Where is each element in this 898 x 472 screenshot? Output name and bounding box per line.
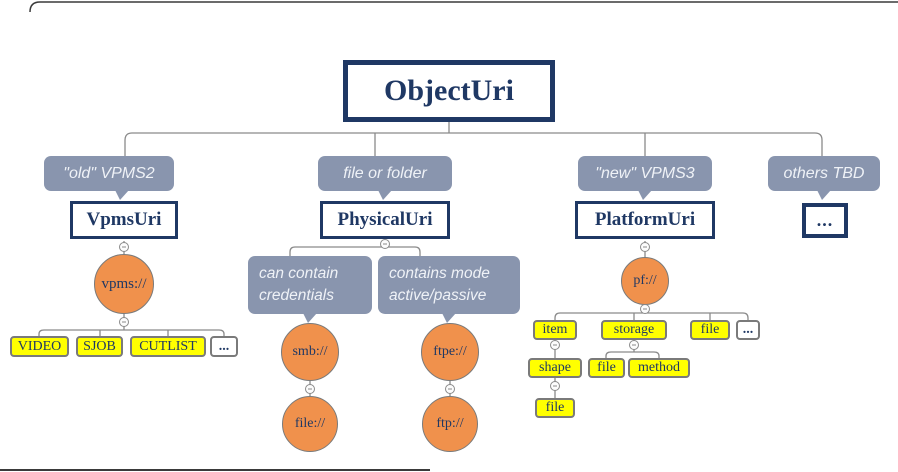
note-line: contains mode [389,265,490,283]
collapse-toggle[interactable] [640,304,650,314]
callout-tail [303,313,317,323]
type-chip-cutlist[interactable]: CUTLIST [130,336,206,357]
callout-old-vpms2[interactable]: "old" VPMS2 [44,156,174,200]
type-sjob-label: SJOB [83,338,116,354]
chip-storage[interactable]: storage [601,320,667,340]
chip-shape[interactable]: shape [528,358,582,378]
chip-shape-file[interactable]: file [535,398,575,418]
note-line: credentials [259,287,334,304]
callout-new-vpms3-label: "new" VPMS3 [595,164,695,182]
node-vpmsuri[interactable]: VpmsUri [70,201,178,239]
root-node-label: ObjectUri [384,74,514,107]
note-can-contain-credentials[interactable]: can contain credentials [248,256,372,323]
node-platformuri[interactable]: PlatformUri [575,201,715,239]
scheme-circle-vpms[interactable]: vpms:// [94,254,154,314]
note-contains-mode-active-passive[interactable]: contains mode active/passive [378,256,520,323]
scheme-circle-ftp[interactable]: ftp:// [422,396,478,452]
node-physicaluri-label: PhysicalUri [337,209,433,230]
callout-tail [442,313,456,323]
collapse-toggle[interactable] [305,384,315,394]
scheme-circle-smb[interactable]: smb:// [281,323,339,381]
type-chip-sjob[interactable]: SJOB [76,336,123,357]
chip-method[interactable]: method [628,358,690,378]
chip-item-label: item [542,322,568,337]
collapse-toggle[interactable] [380,239,390,249]
callout-file-or-folder[interactable]: file or folder [318,156,452,200]
chip-more-label: ... [742,322,754,337]
chip-file[interactable]: file [690,320,730,340]
collapse-toggle[interactable] [550,340,560,350]
chip-more[interactable]: ... [736,320,760,340]
chip-storage-file[interactable]: file [588,358,625,378]
chip-file-label: file [700,322,720,337]
node-others-label: ... [816,210,834,230]
root-node-objecturi[interactable]: ObjectUri [343,60,555,122]
chip-item[interactable]: item [533,320,577,340]
scheme-pf-label: pf:// [633,273,657,288]
callout-tail [817,190,831,200]
note-line: active/passive [389,287,487,304]
scheme-smb-label: smb:// [292,344,328,359]
chip-method-label: method [638,360,680,375]
collapse-toggle[interactable] [445,384,455,394]
node-vpmsuri-label: VpmsUri [86,209,162,230]
scheme-ftpe-label: ftpe:// [433,344,467,359]
node-physicaluri[interactable]: PhysicalUri [320,201,450,239]
chip-shape-label: shape [539,360,571,375]
scheme-circle-pf[interactable]: pf:// [621,257,669,305]
collapse-toggle[interactable] [640,242,650,252]
note-line: can contain [259,265,339,283]
node-platformuri-label: PlatformUri [594,209,696,230]
collapse-toggle[interactable] [550,381,560,391]
collapse-toggle[interactable] [119,317,129,327]
chip-shape-file-label: file [545,400,565,415]
chip-storage-file-label: file [597,360,616,375]
type-chip-video[interactable]: VIDEO [10,336,69,357]
callout-tail [378,190,392,200]
scheme-circle-ftpe[interactable]: ftpe:// [421,323,479,381]
callout-new-vpms3[interactable]: "new" VPMS3 [578,156,712,200]
chip-storage-label: storage [613,322,655,337]
type-video-label: VIDEO [17,338,62,354]
scheme-vpms-label: vpms:// [101,275,147,292]
callout-others-tbd-label: others TBD [783,164,865,182]
type-chip-more[interactable]: ... [210,336,238,357]
collapse-toggle[interactable] [119,242,129,252]
callout-others-tbd[interactable]: others TBD [768,156,880,200]
callout-file-or-folder-label: file or folder [343,164,427,182]
callout-old-vpms2-label: "old" VPMS2 [63,164,155,182]
collapse-toggle[interactable] [629,340,639,350]
type-cutlist-label: CUTLIST [139,338,197,354]
scheme-circle-file[interactable]: file:// [282,396,338,452]
scheme-ftp-label: ftp:// [436,416,464,431]
callout-tail [115,190,129,200]
node-others-placeholder[interactable]: ... [802,203,848,238]
callout-tail [638,190,652,200]
scheme-file-label: file:// [294,416,326,431]
type-more-label: ... [218,338,230,354]
